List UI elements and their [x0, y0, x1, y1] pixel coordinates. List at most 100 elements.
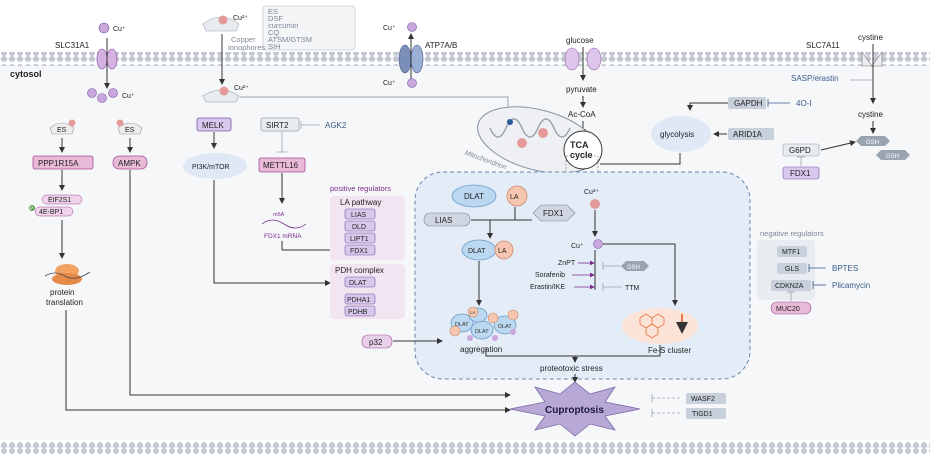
slc31a1-transporter: SLC31A1: [55, 38, 118, 89]
glucose-transporter: [564, 47, 602, 71]
dlat-aggregation-icon: DLAT DLAT DLAT LA: [449, 306, 519, 341]
gsh-icon-2: GSH: [876, 150, 910, 160]
gsh-core-icon: GSH: [602, 261, 649, 271]
positive-regulators-title: positive regulators: [330, 184, 391, 193]
mtf1-box: [777, 246, 807, 257]
cell-membrane-top: [0, 52, 930, 66]
ampk-label: AMPK: [118, 159, 141, 168]
znpt-label: ZnPT: [558, 260, 576, 267]
ppp1r15a-box: [32, 155, 94, 170]
pdh-gene-2: PDHB: [348, 309, 368, 316]
negative-regulators-title: negative regulators: [760, 229, 824, 238]
la-gene-1: DLD: [352, 224, 366, 231]
gapdh-label: GAPDH: [734, 99, 763, 108]
melk-label: MELK: [202, 121, 224, 130]
dlat2-label: DLAT: [468, 248, 486, 255]
p32-label: p32: [369, 338, 383, 347]
la-gene-2: LIPT1: [350, 236, 369, 243]
fdx1-right-box: [782, 166, 820, 180]
pdh-complex-label: PDH complex: [335, 266, 384, 275]
tca-cycle-circle: [563, 130, 603, 170]
wasf2-box: [686, 393, 726, 404]
es-label-1: ES: [57, 127, 67, 134]
ionophore-item-4: ATSM/GTSM: [268, 35, 312, 44]
fdx1-mrna-label: FDX1 mRNA: [264, 233, 302, 240]
fdx1-right-label: FDX1: [790, 169, 811, 178]
cu-plus-top-left: Cu⁺: [113, 26, 126, 33]
ionophore-item-1: DSF: [268, 14, 283, 23]
la-gene-3: FDX1: [350, 248, 368, 255]
mrna-strand-icon: [261, 219, 307, 229]
g6pd-label: G6PD: [789, 146, 811, 155]
sirt2-label: SIRT2: [266, 121, 289, 130]
cell-membrane-bottom: [0, 440, 930, 454]
4ebp1-label: 4E-BP1: [39, 209, 63, 216]
cu2-core-label: Cu²⁺: [584, 189, 599, 196]
glycolysis-label: glycolysis: [660, 130, 694, 139]
ppp1r15a-label: PPP1R15A: [38, 159, 79, 168]
la2-label: LA: [498, 248, 507, 255]
ionophore-item-3: CQ: [268, 28, 279, 37]
sirt2-box: [260, 117, 300, 132]
fes-label: Fe-S cluster: [648, 346, 691, 355]
gls-box: [777, 263, 807, 274]
ionophore-item-0: ES: [268, 7, 278, 16]
m6a-label: m6A: [273, 212, 285, 218]
mettl16-label: METTL16: [263, 161, 299, 170]
gapdh-box: [728, 97, 766, 109]
wasf2-label: WASF2: [691, 396, 715, 403]
agk2-label: AGK2: [325, 121, 347, 130]
bptes-label: BPTES: [832, 264, 858, 273]
pdh-gene-1: PDHA1: [347, 297, 370, 304]
p32-box: [361, 334, 393, 349]
glucose-label: glucose: [566, 36, 594, 45]
erastin-label: Erastin/IKE: [530, 284, 565, 291]
svg-text:GSH: GSH: [866, 140, 879, 146]
fdx1-hexagon: [532, 204, 576, 222]
svg-text:GSH: GSH: [627, 265, 640, 271]
ttm-label: TTM: [625, 285, 640, 292]
lias-box: [423, 212, 471, 227]
la-gene-0: LIAS: [351, 212, 367, 219]
gsh-icon-1: GSH: [856, 136, 890, 146]
sorafenib-label: Sorafenib: [535, 272, 565, 279]
pi3k-oval: [183, 153, 247, 179]
phospho-label: P: [30, 206, 34, 212]
cytosol-label: cytosol: [10, 69, 42, 79]
cystine-top-label: cystine: [858, 33, 883, 42]
slc31a1-label: SLC31A1: [55, 41, 90, 50]
plicamycin-label: Plicamycin: [832, 281, 870, 290]
slc7a11-transporter: [861, 51, 883, 67]
copper-label: Copper: [231, 35, 256, 44]
pdh-gene-0: DLAT: [349, 280, 367, 287]
cuproptosis-label: Cuproptosis: [545, 405, 604, 416]
ionophore-item-5: SIH: [268, 42, 281, 51]
dlat-oval: [451, 184, 497, 208]
svg-text:GSH: GSH: [886, 154, 899, 160]
sasp-label: SASP/erastin: [791, 74, 839, 83]
svg-text:DLAT: DLAT: [475, 329, 489, 335]
protein-label: protein: [50, 288, 74, 297]
arid1a-box: [728, 128, 774, 140]
mtf1-label: MTF1: [782, 249, 800, 256]
cdkn2a-box: [771, 280, 811, 291]
tigd1-box: [686, 408, 726, 419]
cuproptosis-star: [509, 381, 641, 437]
svg-text:DLAT: DLAT: [455, 322, 469, 328]
ionophore-item-2: curcumin: [268, 21, 298, 30]
fes-cluster-icon: [639, 313, 688, 339]
la-pathway-label: LA pathway: [340, 198, 381, 207]
ionophore-list-box: [262, 5, 356, 51]
cu-plus-cytosol-left: Cu⁺: [122, 93, 135, 100]
cdkn2a-label: CDKN2A: [775, 283, 804, 290]
cu2-cytosol-label: Cu²⁺: [234, 85, 249, 92]
svg-text:DLAT: DLAT: [498, 324, 512, 330]
g6pd-box: [782, 143, 820, 157]
aggregation-label: aggregation: [460, 345, 502, 354]
cycle-label: cycle: [570, 150, 593, 160]
fes-cluster-oval: [622, 308, 698, 344]
tca-label: TCA: [570, 140, 589, 150]
pyruvate-label: pyruvate: [566, 85, 597, 94]
